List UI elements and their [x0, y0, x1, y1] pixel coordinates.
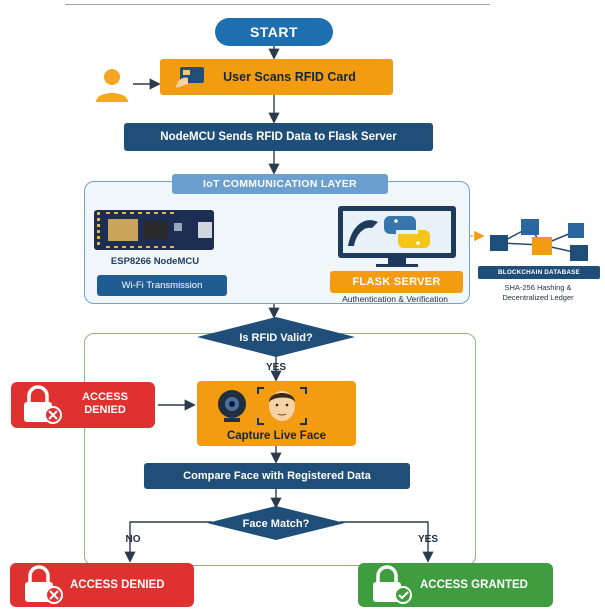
- face-match-decision: Face Match?: [207, 506, 345, 540]
- wifi-transmission-box: Wi-Fi Transmission: [97, 275, 227, 296]
- rfid-valid-decision: Is RFID Valid?: [197, 317, 355, 357]
- user-scans-rfid-label: User Scans RFID Card: [223, 70, 356, 84]
- flask-server-caption: Authentication & Verification: [342, 294, 448, 304]
- face-match-decision-label: Face Match?: [243, 518, 310, 530]
- rfid-card-icon: [176, 67, 204, 88]
- top-divider: [65, 4, 490, 5]
- access-denied-label-2: ACCESS DENIED: [70, 579, 165, 591]
- lock-denied-icon: [24, 385, 62, 424]
- block-cube-icon: [490, 219, 588, 261]
- rfid-valid-decision-label: Is RFID Valid?: [239, 332, 313, 344]
- nodemcu-board-label: ESP8266 NodeMCU: [110, 256, 200, 267]
- lock-granted-icon: [373, 565, 412, 604]
- webcam-icon: [218, 390, 246, 422]
- capture-face-label: Capture Live Face: [226, 430, 327, 442]
- yes-label-face: YES: [417, 534, 438, 545]
- blockchain-caption-line2: Decentralized Ledger: [502, 293, 574, 302]
- access-denied-box-2: ACCESS DENIED: [10, 563, 194, 607]
- arrow-no-branch: [124, 521, 212, 563]
- access-denied-label-1: ACCESS DENIED: [82, 391, 128, 416]
- python-logo-icon: [384, 216, 430, 248]
- access-granted-label: ACCESS GRANTED: [420, 579, 528, 591]
- no-label: NO: [125, 534, 141, 545]
- start-node: START: [215, 18, 333, 46]
- blockchain-caption-line1: SHA-256 Hashing &: [504, 283, 572, 292]
- blockchain-network-icon: [490, 219, 588, 261]
- face-scan-icon: [257, 387, 307, 425]
- capture-face-step: Capture Live Face: [197, 381, 356, 446]
- iot-layer-title: IoT COMMUNICATION LAYER: [172, 174, 388, 194]
- flask-server-box: FLASK SERVER: [330, 271, 463, 293]
- compare-face-step: Compare Face with Registered Data: [144, 463, 410, 489]
- server-monitor-icon: [338, 206, 456, 267]
- access-granted-box: ACCESS GRANTED: [358, 563, 553, 607]
- blockchain-db-label: BLOCKCHAIN DATABASE: [478, 266, 600, 279]
- nodemcu-board-icon: [94, 210, 214, 250]
- flask-horn-icon: [348, 220, 378, 246]
- nodemcu-sends-step: NodeMCU Sends RFID Data to Flask Server: [124, 123, 433, 151]
- lock-denied-icon: [25, 565, 63, 604]
- arrow-yes-branch: [340, 521, 434, 563]
- access-denied-box-1: ACCESS DENIED: [11, 382, 155, 428]
- user-scans-rfid-step: User Scans RFID Card: [160, 59, 393, 95]
- user-icon: [96, 69, 128, 102]
- yes-label-rfid: YES: [265, 362, 286, 373]
